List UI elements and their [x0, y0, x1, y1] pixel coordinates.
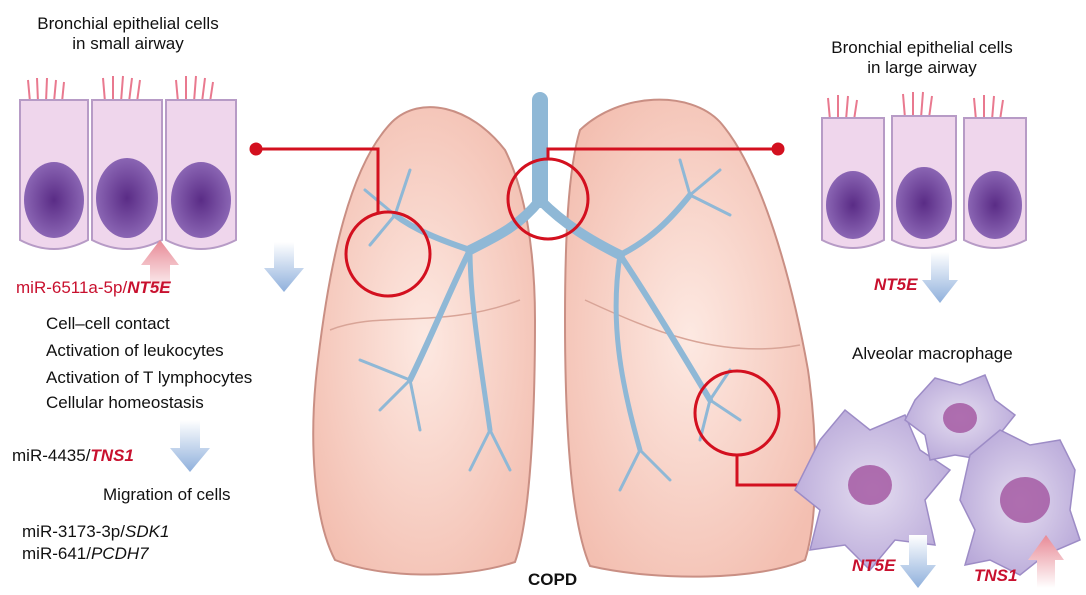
small-airway-dot [251, 144, 261, 154]
large-airway-dot [773, 144, 783, 154]
macrophage-title: Alveolar macrophage [852, 344, 1013, 364]
small-airway-cells [20, 76, 236, 249]
mirna-name: miR-6511a-5p/ [16, 278, 127, 297]
large-airway-title: Bronchial epithelial cells in large airw… [812, 38, 1032, 78]
migration-label: Migration of cells [103, 485, 231, 505]
gene-name: TNS1 [90, 446, 133, 465]
migration-mirna-label: miR-641/PCDH7 [22, 544, 149, 564]
mirna-name: miR-3173-3p/ [22, 522, 125, 541]
alveolar-macrophages [795, 375, 1080, 575]
function-item: Activation of leukocytes [46, 341, 224, 361]
large-airway-cells [822, 92, 1026, 248]
function-item: Activation of T lymphocytes [46, 368, 252, 388]
mirna-name: miR-641/ [22, 544, 91, 563]
function-item: Cellular homeostasis [46, 393, 204, 413]
small-airway-title-line2: in small airway [28, 34, 228, 54]
mirna-name: miR-4435/ [12, 446, 90, 465]
tns1-mirna-label: miR-4435/TNS1 [12, 446, 134, 466]
lungs [313, 100, 815, 577]
down-arrow-icon [170, 420, 210, 472]
small-airway-title: Bronchial epithelial cells in small airw… [28, 14, 228, 54]
diagram-title: COPD [528, 570, 577, 590]
gene-name: SDK1 [125, 522, 169, 541]
function-item: Cell–cell contact [46, 314, 170, 334]
large-airway-title-line2: in large airway [812, 58, 1032, 78]
right-lung [565, 100, 815, 577]
left-lung [313, 107, 535, 574]
migration-mirna-label: miR-3173-3p/SDK1 [22, 522, 169, 542]
large-airway-gene-label: NT5E [874, 275, 917, 295]
small-airway-title-line1: Bronchial epithelial cells [28, 14, 228, 34]
large-airway-title-line1: Bronchial epithelial cells [812, 38, 1032, 58]
gene-name: NT5E [127, 278, 170, 297]
down-arrow-icon [922, 252, 958, 303]
gene-name: PCDH7 [91, 544, 149, 563]
macrophage-gene-down-label: NT5E [852, 556, 895, 576]
macrophage-gene-up-label: TNS1 [974, 566, 1017, 586]
small-airway-mirna-label: miR-6511a-5p/NT5E [16, 278, 171, 298]
down-arrow-icon [264, 242, 304, 292]
